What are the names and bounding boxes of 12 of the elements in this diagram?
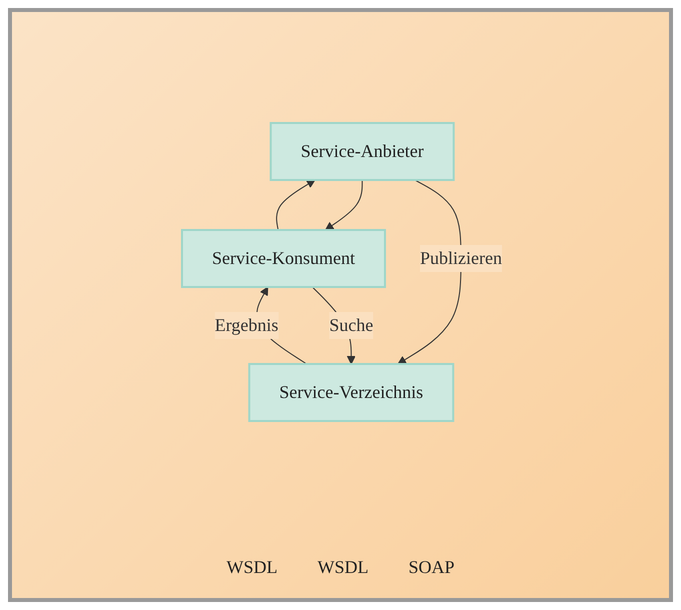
- edge-label: Suche: [329, 315, 374, 335]
- arrow: [398, 180, 462, 364]
- edge-label: Publizieren: [420, 248, 502, 268]
- edge-label: Ergebnis: [214, 315, 278, 335]
- node-box: Service-Konsument: [181, 229, 386, 288]
- arrow: [325, 180, 363, 230]
- node-box: Service-Verzeichnis: [248, 363, 454, 422]
- protocol-label: WSDL: [226, 557, 278, 578]
- protocol-label: SOAP: [408, 557, 455, 578]
- node-box: Service-Anbieter: [270, 122, 455, 181]
- arrow: [276, 180, 316, 230]
- protocol-label: WSDL: [317, 557, 368, 578]
